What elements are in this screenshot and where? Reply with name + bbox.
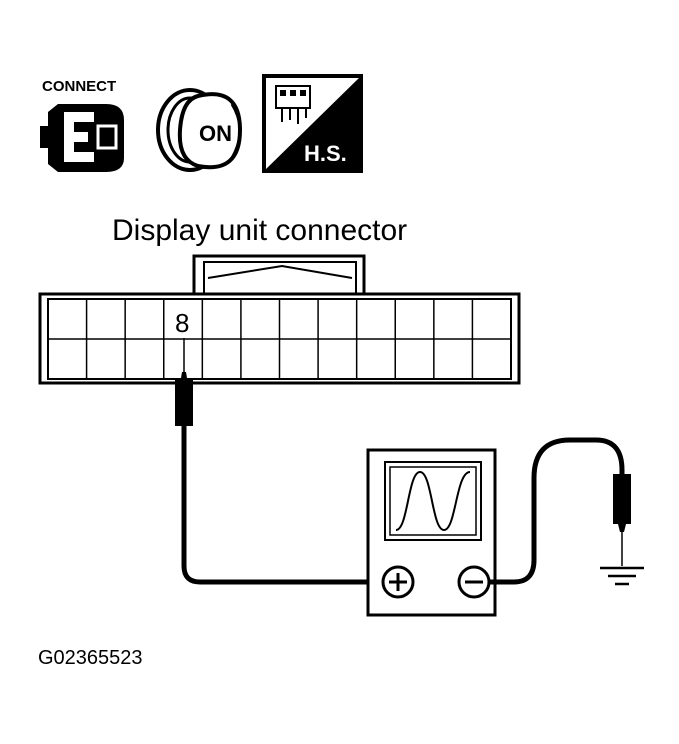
connector-title: Display unit connector xyxy=(112,214,407,247)
positive-lead-wire xyxy=(181,426,383,585)
connect-label: CONNECT xyxy=(42,78,116,95)
connect-icon: CONNECT xyxy=(40,78,124,172)
oscilloscope xyxy=(366,448,497,617)
negative-terminal-icon xyxy=(457,565,491,599)
sine-wave-icon xyxy=(395,470,471,532)
harness-icon: H.S. xyxy=(262,74,363,173)
negative-lead-wire xyxy=(489,437,625,585)
positive-terminal-icon xyxy=(381,565,415,599)
ground-probe xyxy=(613,474,631,566)
positive-probe xyxy=(175,338,193,426)
ground-icon xyxy=(600,566,644,586)
figure-id: G02365523 xyxy=(38,647,143,669)
ignition-key-icon: ON xyxy=(156,88,243,172)
harness-hs-label: H.S. xyxy=(304,141,347,166)
display-unit-connector: 8 xyxy=(38,254,521,385)
ignition-on-label: ON xyxy=(199,121,232,146)
connector-pin-grid xyxy=(48,299,511,379)
pin-8-label: 8 xyxy=(175,308,189,338)
